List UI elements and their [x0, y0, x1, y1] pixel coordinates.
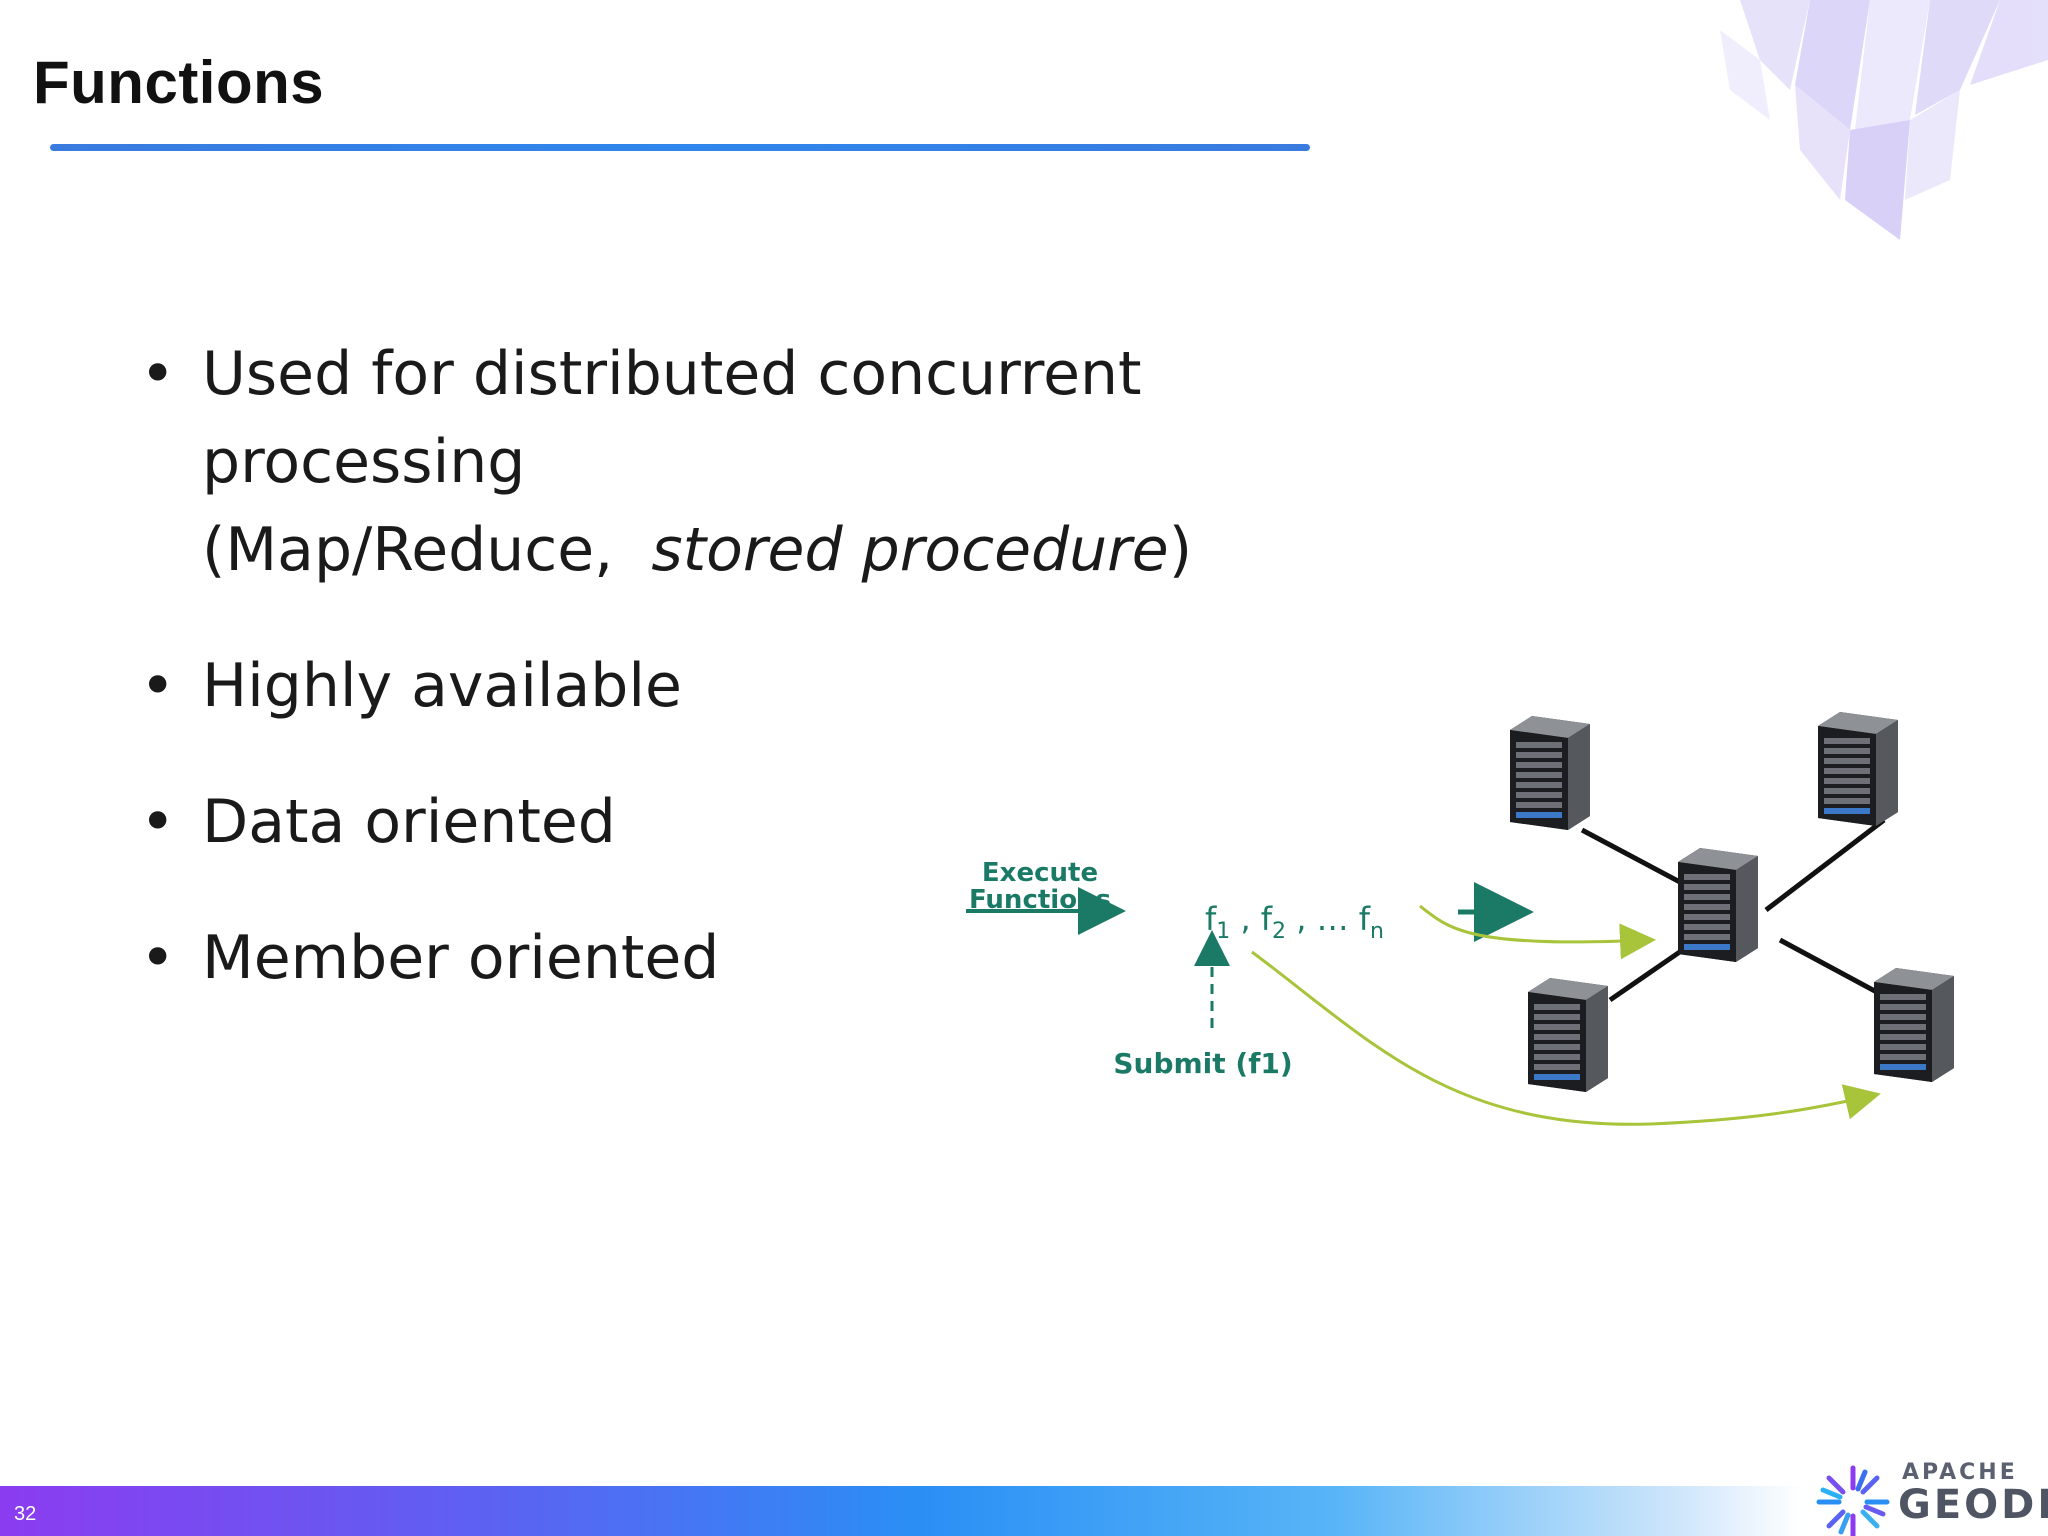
bullet-item: • Data oriented	[140, 778, 1240, 866]
server-rack-icon	[1678, 848, 1758, 962]
functions-list: f1 , f2 , … fn	[1205, 900, 1384, 944]
bullet-text: Data oriented	[202, 787, 616, 857]
crystal-decoration-icon	[1720, 0, 2048, 240]
function-sub-2: 2	[1272, 919, 1286, 944]
function-sep-1: , f	[1230, 900, 1273, 938]
submit-label: Submit (f1)	[1113, 1047, 1292, 1080]
bullet-marker: •	[140, 651, 176, 721]
function-sub-n: n	[1370, 919, 1384, 944]
function-execution-diagram: Execute Functions f1 , f2 , … fn Submit …	[966, 712, 1954, 1126]
server-rack-icon	[1874, 968, 1954, 1082]
server-rack-icon	[1818, 712, 1898, 826]
function-sep-2: , … f	[1286, 900, 1371, 938]
flow-arrow	[1251, 950, 1881, 1126]
logo-text-apache: APACHE	[1902, 1460, 2018, 1485]
function-sub-1: 1	[1216, 919, 1230, 944]
server-rack-icon	[1510, 716, 1590, 830]
flow-arrow	[1419, 904, 1656, 960]
page-number: 32	[14, 1503, 37, 1525]
bullet-text-line: Used for distributed concurrent	[202, 339, 1142, 409]
network-link	[1764, 818, 1886, 912]
bullet-marker: •	[140, 339, 176, 409]
logo-text-geode: GEODE	[1898, 1482, 2048, 1528]
bullet-text: Highly available	[202, 651, 682, 721]
footer-bar	[0, 1486, 2048, 1536]
bullet-item: • Used for distributed concurrent proces…	[140, 330, 1240, 594]
bullet-text-italic: stored procedure	[651, 515, 1169, 585]
bullet-text: Member oriented	[202, 923, 720, 993]
bullet-text-suffix: )	[1168, 515, 1193, 585]
slide-title: Functions	[33, 49, 325, 116]
bullet-text-line: (Map/Reduce, stored procedure)	[202, 506, 1240, 594]
execute-label-line1: Execute	[982, 858, 1098, 888]
server-rack-icon	[1528, 978, 1608, 1092]
bullet-item: • Member oriented	[140, 914, 1240, 1002]
bullet-item: • Highly available	[140, 642, 1240, 730]
bullet-marker: •	[140, 923, 176, 993]
apache-geode-logo-icon	[1816, 1465, 1890, 1536]
execute-label-line2: Functions	[969, 885, 1111, 915]
bullet-text-prefix: (Map/Reduce,	[202, 515, 652, 585]
bullet-marker: •	[140, 787, 176, 857]
bullet-list: • Used for distributed concurrent proces…	[140, 330, 1240, 1050]
function-f: f	[1205, 900, 1217, 938]
bullet-text-line: processing	[202, 427, 526, 497]
title-underline	[50, 144, 1310, 151]
